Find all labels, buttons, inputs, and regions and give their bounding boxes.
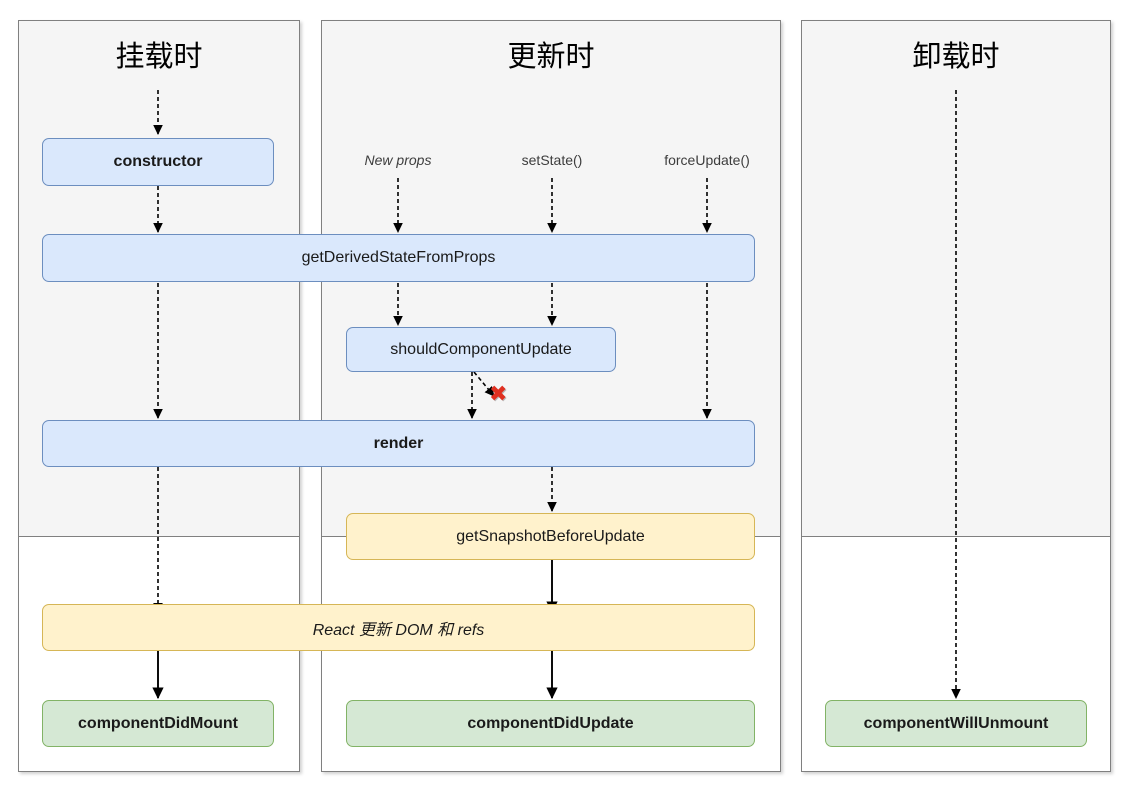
phase-title-updating: 更新时 (507, 39, 595, 73)
phase-column-mounting: 挂载时 (18, 20, 300, 772)
node-should-component-update[interactable]: shouldComponentUpdate (346, 327, 616, 372)
phase-column-updating: 更新时 (321, 20, 781, 772)
node-component-did-mount[interactable]: componentDidMount (42, 700, 274, 747)
trigger-label-force-update: forceUpdate() (664, 152, 750, 168)
trigger-label-set-state: setState() (521, 152, 583, 168)
node-render[interactable]: render (42, 420, 755, 467)
node-component-did-update[interactable]: componentDidUpdate (346, 700, 755, 747)
node-constructor[interactable]: constructor (42, 138, 274, 186)
trigger-label-new-props: New props (364, 152, 432, 168)
phase-title-mounting: 挂载时 (115, 39, 203, 73)
phase-column-unmounting: 卸载时 (801, 20, 1111, 772)
node-component-will-unmount[interactable]: componentWillUnmount (825, 700, 1087, 747)
node-get-derived-state-from-props[interactable]: getDerivedStateFromProps (42, 234, 755, 282)
skip-render-x-icon: ✖ (489, 381, 508, 406)
node-react-updates-dom-and-refs[interactable]: React 更新 DOM 和 refs (42, 604, 755, 651)
node-get-snapshot-before-update[interactable]: getSnapshotBeforeUpdate (346, 513, 755, 560)
phase-title-unmounting: 卸载时 (912, 39, 1000, 73)
